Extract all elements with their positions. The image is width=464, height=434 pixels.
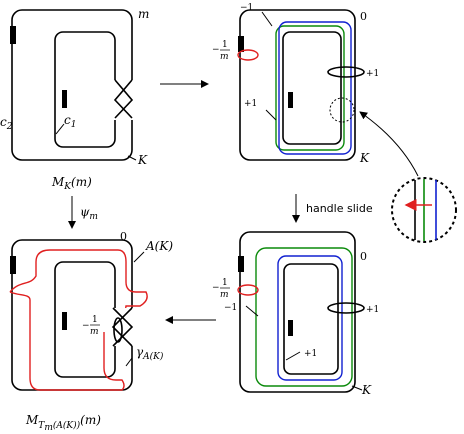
outer-loop: [239, 9, 356, 161]
label-c2: c2: [0, 115, 13, 132]
handle-block-inner: [288, 320, 293, 336]
zoom-pointer: [359, 111, 419, 177]
red-annulus: [9, 249, 148, 391]
panel-kirby: −1 0 − 1 m +1 +1 K: [212, 3, 379, 165]
twist-strand-b: [111, 307, 133, 347]
caption-twisted: MTm(A(K))(m): [25, 413, 101, 433]
label-frac-den: m: [220, 52, 229, 62]
clasp-mask: [110, 80, 134, 120]
label-plus1-curve: +1: [304, 349, 317, 359]
label-plus1-meridian: +1: [366, 69, 379, 79]
label-k: K: [359, 151, 370, 165]
label-ak: A(K): [145, 239, 173, 253]
blue-curve: [277, 255, 343, 381]
handle-block-top: [10, 256, 16, 274]
label-m: m: [138, 7, 149, 21]
green-curve: [275, 25, 345, 151]
neg1-pointer: [261, 11, 273, 27]
zoom-inset: [359, 111, 457, 243]
label-neg1: −1: [224, 303, 237, 313]
label-frac-den: m: [220, 290, 229, 300]
label-neg1: −1: [240, 3, 253, 13]
label-k: K: [137, 153, 148, 167]
inner-loop: [282, 31, 342, 145]
label-0: 0: [360, 250, 367, 263]
label-k: K: [361, 383, 372, 397]
red-meridian: [237, 284, 259, 296]
twist-strand-a: [112, 307, 134, 347]
inner-loop: [283, 263, 339, 375]
neg1-pointer: [245, 305, 259, 317]
label-frac-den: m: [90, 327, 99, 337]
label-frac-num: 1: [222, 40, 228, 50]
label-psi: ψm: [80, 205, 98, 222]
plus1-meridian: [327, 302, 365, 314]
plus1-pointer: [265, 109, 277, 121]
label-frac-num: 1: [92, 315, 98, 325]
handle-block-top: [238, 256, 244, 272]
plus1-meridian: [327, 66, 365, 78]
label-gamma: γA(K): [136, 345, 164, 362]
c1-pointer: [55, 123, 65, 135]
panel-after-slide: 0 − 1 m −1 +1 +1 K: [212, 231, 379, 397]
inner-loop: [54, 31, 116, 148]
handle-block-top: [238, 36, 244, 52]
k-pointer: [127, 155, 137, 161]
plus1-pointer: [285, 351, 301, 361]
handle-block-top: [10, 26, 16, 44]
label-frac-sign: −: [82, 321, 90, 331]
k-pointer: [351, 385, 363, 391]
gamma-pointer: [125, 357, 133, 367]
caption-mk: MK(m): [51, 175, 92, 192]
label-handle-slide: handle slide: [306, 202, 373, 215]
arrows: ψm handle slide: [68, 80, 373, 324]
label-frac-sign: −: [212, 283, 220, 293]
label-frac-num: 1: [222, 278, 228, 288]
clasp-strand-a: [114, 79, 134, 119]
ak-pointer: [133, 251, 145, 263]
panel-mk: m c2 c1 K MK(m): [0, 7, 149, 192]
handle-block-inner: [62, 312, 67, 330]
blue-curve: [278, 21, 352, 155]
label-plus1-curve: +1: [244, 99, 257, 109]
label-0: 0: [120, 230, 127, 243]
handle-block-inner: [62, 90, 67, 108]
zoom-region: [329, 97, 355, 123]
label-plus1-meridian: +1: [366, 305, 379, 315]
label-frac-sign: −: [212, 45, 220, 55]
twist-meridian: [113, 317, 123, 343]
green-curve: [255, 247, 353, 387]
label-c1: c1: [64, 113, 76, 130]
panel-twisted: 0 A(K) − 1 m γA(K) MTm(A(K))(m): [9, 230, 173, 433]
label-0: 0: [360, 10, 367, 23]
red-meridian: [237, 49, 259, 61]
clasp-strand-b: [113, 79, 133, 119]
handle-block-inner: [288, 92, 293, 108]
